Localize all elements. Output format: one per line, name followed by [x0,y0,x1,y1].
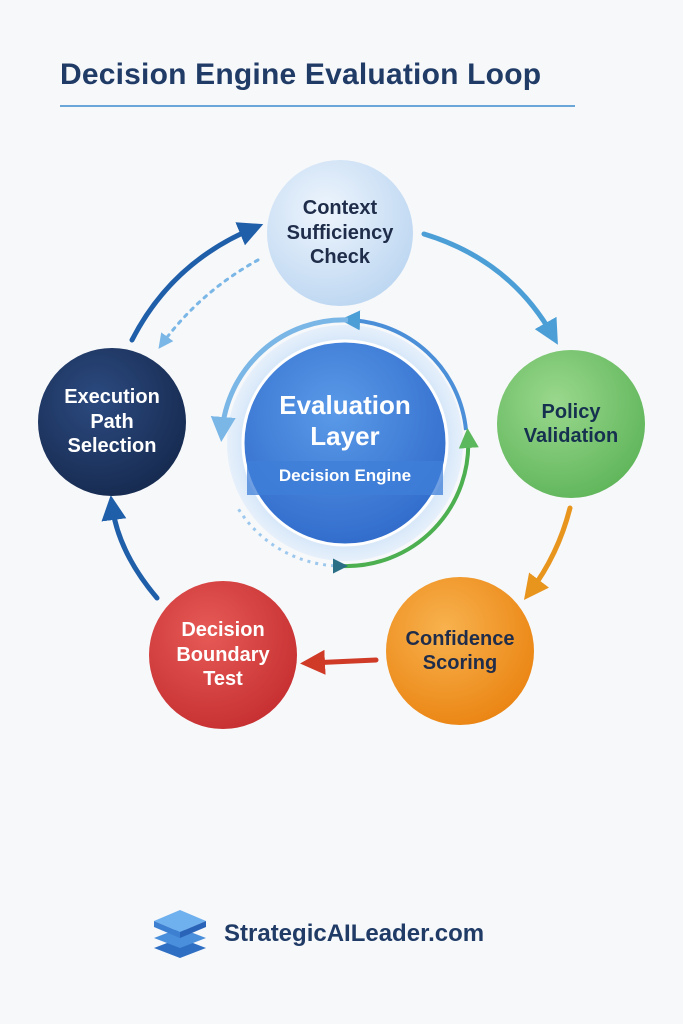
arrow-policy-to-confidence [523,505,573,600]
center-title: Evaluation Layer [279,390,411,452]
stacked-layers-icon [154,910,206,958]
node-context-label: Context Sufficiency Check [286,197,394,269]
center-subtitle-band [247,461,443,495]
arrow-feedback-dotted [158,258,260,349]
arrow-confidence-to-boundary [300,649,379,675]
node-policy-label: Policy Validation [523,400,619,447]
inner-ring-arrow-top [340,310,468,431]
brand-name: StrategicAILeader.com [224,920,485,947]
node-execution-circle [38,348,186,496]
inner-ring-arrow-right [341,428,479,569]
node-boundary-label: Decision Boundary Test [176,619,270,691]
node-policy-circle [497,350,645,498]
inner-ring-arrow-bottom [234,504,348,574]
center-subtitle: Decision Engine [278,466,412,485]
node-confidence-circle [386,577,534,725]
inner-ring-arrow-left [210,317,349,442]
page-title: Decision Engine Evaluation Loop [60,58,542,91]
footer-brand[interactable]: StrategicAILeader.com [152,908,484,960]
arrow-context-to-policy [421,231,558,345]
node-execution-label: Execution Path Selection [64,386,160,458]
title-underline [60,105,575,107]
node-boundary-circle [149,581,297,729]
node-confidence-label: Confidence Scoring [405,627,515,674]
arrow-boundary-to-execution [101,495,160,601]
node-context-circle [267,160,413,306]
arrow-execution-to-context [129,222,264,343]
